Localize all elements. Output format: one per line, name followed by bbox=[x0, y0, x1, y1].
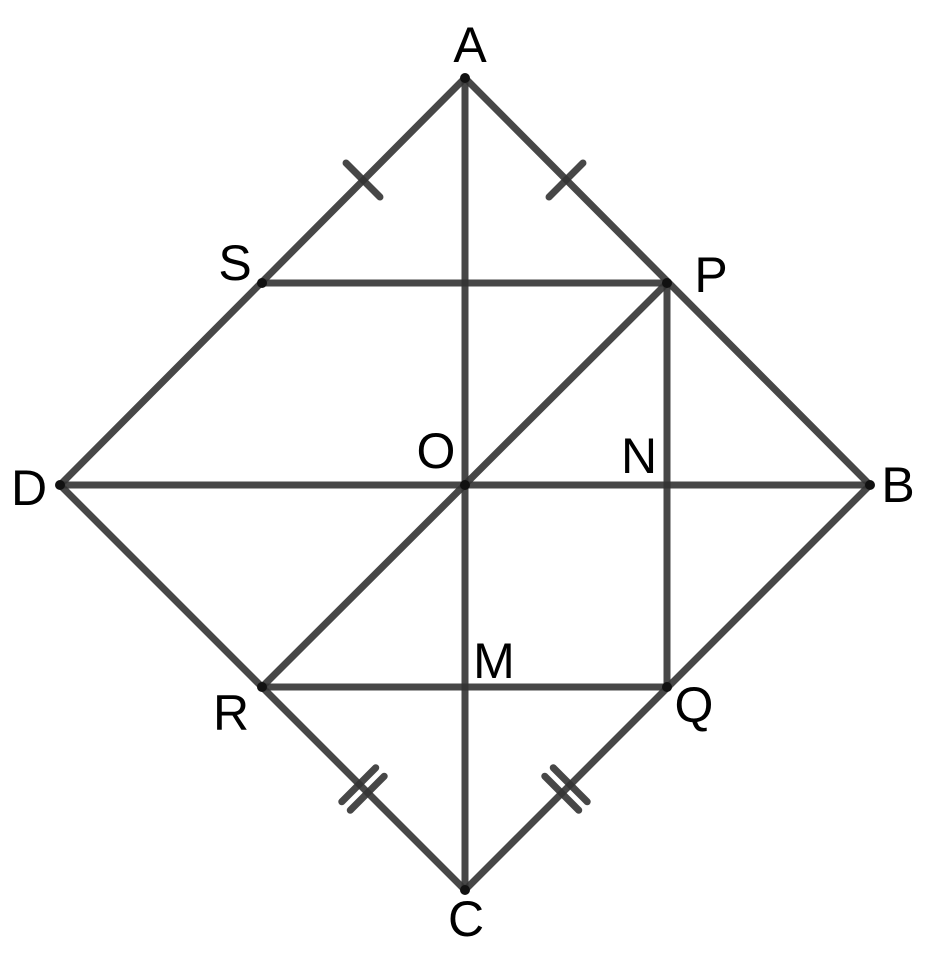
vertex-dots bbox=[55, 73, 875, 895]
label-C: C bbox=[448, 891, 484, 947]
point-labels: A B C D P Q R S O N M bbox=[11, 17, 915, 947]
point-C bbox=[460, 885, 470, 895]
label-P: P bbox=[694, 247, 727, 303]
point-O bbox=[460, 480, 470, 490]
tick-mark-QC bbox=[549, 764, 591, 806]
point-B bbox=[865, 480, 875, 490]
tick-mark-RC bbox=[338, 764, 380, 806]
point-S bbox=[257, 278, 267, 288]
label-S: S bbox=[218, 235, 251, 291]
label-O: O bbox=[417, 423, 456, 479]
tick-mark-RC bbox=[346, 772, 388, 814]
tick-mark-QC bbox=[541, 772, 583, 814]
point-Q bbox=[662, 682, 672, 692]
label-N: N bbox=[621, 428, 657, 484]
tick-mark-AS bbox=[342, 159, 384, 201]
label-M: M bbox=[473, 633, 515, 689]
label-D: D bbox=[11, 460, 47, 516]
point-P bbox=[662, 278, 672, 288]
point-A bbox=[460, 73, 470, 83]
point-R bbox=[257, 682, 267, 692]
label-B: B bbox=[881, 457, 914, 513]
label-Q: Q bbox=[675, 677, 714, 733]
label-A: A bbox=[453, 17, 487, 73]
tick-mark-AP bbox=[545, 159, 587, 201]
label-R: R bbox=[213, 685, 249, 741]
congruence-tick-marks bbox=[338, 159, 591, 814]
point-D bbox=[55, 480, 65, 490]
